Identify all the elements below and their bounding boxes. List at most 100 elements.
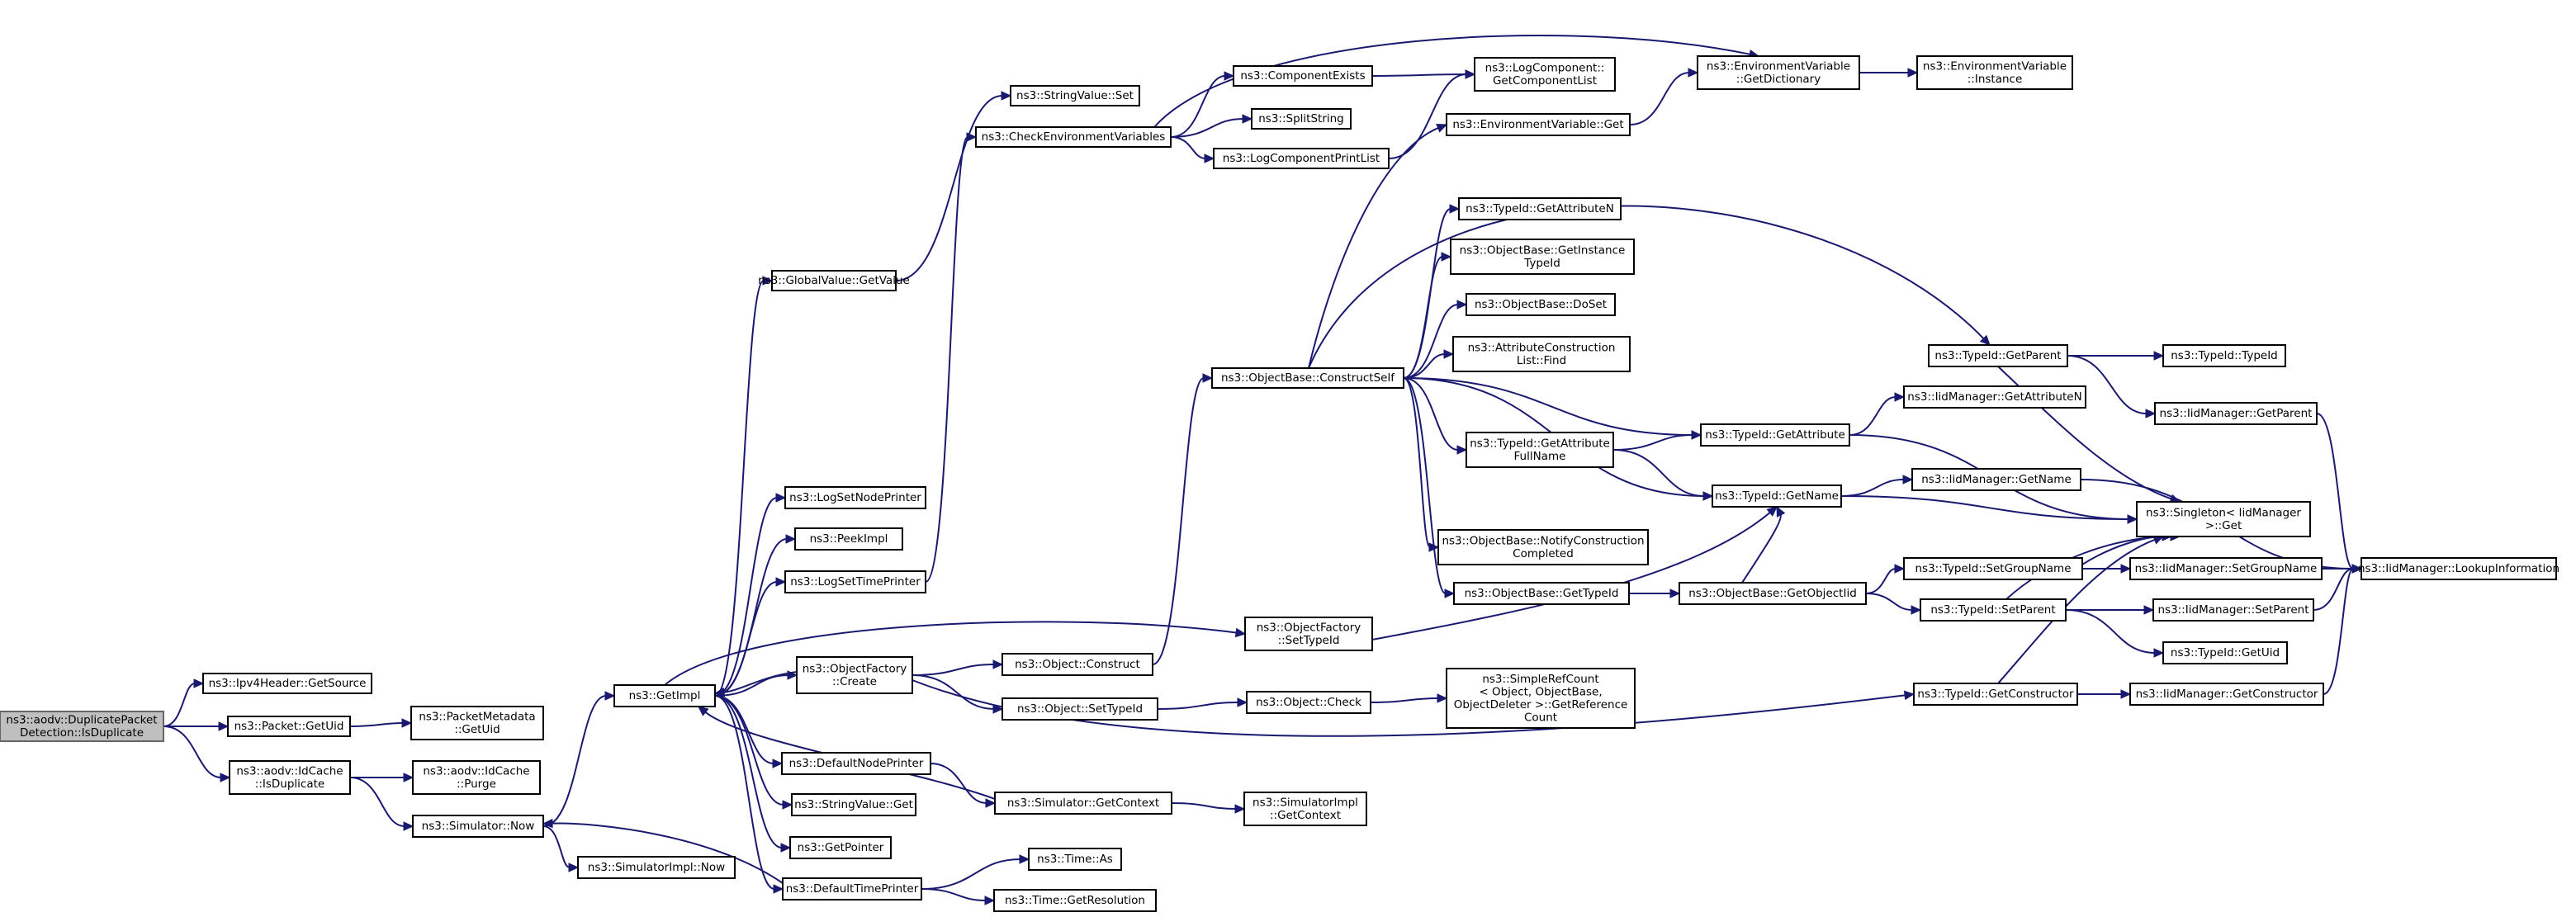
node-label[interactable]: ns3::StringValue::Set [1016,89,1134,102]
node-splitstr[interactable]: ns3::SplitString [1251,108,1352,130]
node-box[interactable] [1233,65,1373,87]
node-label[interactable]: Detection::IsDuplicate [20,726,144,740]
node-label[interactable]: ns3::SimulatorImpl [1252,796,1358,809]
node-svget[interactable]: ns3::StringValue::Get [791,793,916,816]
node-obconstruct[interactable]: ns3::ObjectBase::ConstructSelf [1211,367,1404,389]
node-tidtid[interactable]: ns3::TypeId::TypeId [2162,344,2286,367]
node-tidgetname[interactable]: ns3::TypeId::GetName [1712,484,1842,508]
node-box[interactable] [1446,113,1631,136]
node-chkenv[interactable]: ns3::CheckEnvironmentVariables [975,126,1172,148]
node-box[interactable] [1452,336,1631,372]
node-box[interactable] [975,126,1172,148]
node-ipv4[interactable]: ns3::Ipv4Header::GetSource [202,673,372,694]
node-label[interactable]: ns3::Object::Check [1256,696,1361,709]
node-obdoset[interactable]: ns3::ObjectBase::DoSet [1466,293,1616,316]
node-label[interactable]: ns3::AttributeConstruction [1468,341,1616,354]
node-tidgetattr[interactable]: ns3::TypeId::GetAttribute [1700,423,1850,447]
node-box[interactable] [1244,617,1373,651]
node-box[interactable] [1453,582,1630,605]
node-objconstruct[interactable]: ns3::Object::Construct [1002,653,1153,676]
node-objsettid[interactable]: ns3::Object::SetTypeId [1002,697,1158,721]
node-box[interactable] [784,570,926,593]
node-label[interactable]: ns3::ObjectBase::ConstructSelf [1221,371,1395,385]
node-label[interactable]: ns3::SimulatorImpl::Now [588,861,725,874]
node-label[interactable]: ns3::aodv::IdCache [423,764,529,778]
node-label[interactable]: ns3::IidManager::LookupInformation [2358,562,2559,575]
node-label[interactable]: ns3::IidManager::SetParent [2158,603,2309,617]
node-simctx[interactable]: ns3::Simulator::GetContext [994,792,1172,815]
node-label[interactable]: ns3::TypeId::GetConstructor [1917,688,2074,701]
node-box[interactable] [1028,848,1122,871]
node-srcount[interactable]: ns3::SimpleRefCount< Object, ObjectBase,… [1446,668,1636,729]
node-label[interactable]: ns3::TypeId::GetAttribute [1470,437,1610,450]
node-timeas[interactable]: ns3::Time::As [1028,848,1122,871]
node-iidsetgroup[interactable]: ns3::IidManager::SetGroupName [2129,557,2323,580]
node-iidgetctor[interactable]: ns3::IidManager::GetConstructor [2129,683,2324,706]
node-box[interactable] [794,527,903,551]
node-label[interactable]: ::GetUid [454,723,500,736]
node-idcache[interactable]: ns3::aodv::IdCache::IsDuplicate [229,760,351,795]
node-label[interactable]: ns3::Object::SetTypeId [1017,702,1143,716]
node-box[interactable] [796,656,913,694]
node-iidgetattrn[interactable]: ns3::IidManager::GetAttributeN [1903,385,2086,409]
node-lognode[interactable]: ns3::LogSetNodePrinter [784,486,926,509]
node-label[interactable]: ::Instance [1968,73,2023,86]
node-box[interactable] [1928,344,2068,367]
node-tidgetparent[interactable]: ns3::TypeId::GetParent [1928,344,2068,367]
node-label[interactable]: ns3::IidManager::GetParent [2160,407,2313,420]
node-tidsetgroup[interactable]: ns3::TypeId::SetGroupName [1903,557,2083,580]
node-obgetoid[interactable]: ns3::ObjectBase::GetObjectIid [1679,582,1867,605]
node-box[interactable] [784,486,926,509]
node-svset[interactable]: ns3::StringValue::Set [1010,85,1140,106]
node-box[interactable] [2129,683,2324,706]
node-label[interactable]: ns3::TypeId::TypeId [2171,349,2278,362]
node-box[interactable] [781,752,931,775]
node-label[interactable]: ns3::TypeId::GetUid [2171,646,2280,659]
node-label[interactable]: ns3::Packet::GetUid [234,720,344,733]
node-label[interactable]: ns3::LogSetNodePrinter [789,491,921,504]
node-box[interactable] [1679,582,1867,605]
node-label[interactable]: ns3::TypeId::GetParent [1934,349,2061,362]
node-box[interactable] [1474,57,1616,92]
node-label[interactable]: ns3::LogSetTimePrinter [790,575,921,588]
node-box[interactable] [1903,557,2083,580]
node-label[interactable]: ::Create [832,675,877,688]
node-tidgetattrn[interactable]: ns3::TypeId::GetAttributeN [1458,197,1622,220]
node-box[interactable] [2136,501,2311,537]
node-iidgetname[interactable]: ns3::IidManager::GetName [1911,468,2081,491]
node-label[interactable]: ns3::Time::As [1037,853,1113,866]
node-envinst[interactable]: ns3::EnvironmentVariable::Instance [1916,55,2073,90]
node-label[interactable]: ns3::ObjectBase::DoSet [1475,298,1607,311]
node-label[interactable]: ns3::TypeId::GetName [1715,489,1839,503]
node-label[interactable]: ns3::DefaultTimePrinter [786,882,919,896]
node-label[interactable]: ns3::TypeId::GetAttributeN [1466,202,1614,215]
node-label[interactable]: ns3::Singleton< IidManager [2146,506,2301,519]
node-box[interactable] [1213,148,1390,169]
node-box[interactable] [202,673,372,694]
node-box[interactable] [1466,293,1616,316]
node-box[interactable] [1246,691,1371,714]
node-box[interactable] [1712,484,1842,508]
node-simnow[interactable]: ns3::Simulator::Now [412,815,544,838]
node-box[interactable] [2129,557,2323,580]
node-box[interactable] [1446,668,1636,729]
node-label[interactable]: ns3::ComponentExists [1240,69,1365,83]
node-envdict[interactable]: ns3::EnvironmentVariable::GetDictionary [1697,55,1860,90]
node-label[interactable]: GetComponentList [1493,74,1597,87]
node-box[interactable] [1211,367,1404,389]
node-label[interactable]: ns3::GetPointer [798,841,884,854]
node-box[interactable] [1697,55,1860,90]
node-singleton[interactable]: ns3::Singleton< IidManager >::Get [2136,501,2311,537]
node-box[interactable] [1466,432,1614,468]
node-label[interactable]: ns3::Object::Construct [1015,658,1140,671]
node-box[interactable] [412,815,544,838]
node-label[interactable]: ::GetContext [1270,809,1341,822]
node-obgettid[interactable]: ns3::ObjectBase::GetTypeId [1453,582,1630,605]
node-deftime[interactable]: ns3::DefaultTimePrinter [782,877,922,900]
node-envget[interactable]: ns3::EnvironmentVariable::Get [1446,113,1631,136]
node-label[interactable]: ns3::SimpleRefCount [1482,673,1598,686]
node-label[interactable]: ns3::LogComponent:: [1485,61,1605,74]
node-box[interactable] [1920,598,2067,622]
node-label[interactable]: ObjectDeleter >::GetReference [1454,698,1628,711]
